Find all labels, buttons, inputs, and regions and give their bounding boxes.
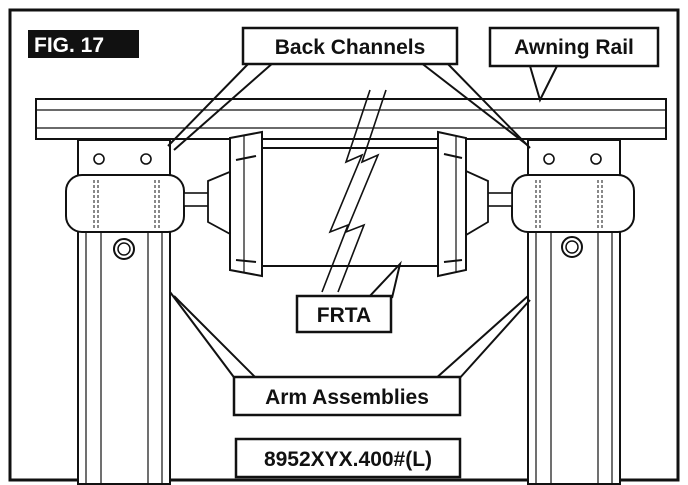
frta-callout: FRTA	[295, 260, 402, 334]
frta-label: FRTA	[317, 304, 371, 327]
awning-rail	[35, 98, 667, 140]
left-arm-bolt-inner	[117, 242, 131, 256]
fig-label-text: FIG. 17	[34, 34, 104, 57]
awning-rail-label: Awning Rail	[514, 36, 634, 59]
left-bracket-hole-2	[140, 153, 152, 165]
back-channels-label: Back Channels	[275, 36, 426, 59]
right-bracket-hole-2	[590, 153, 602, 165]
part-number-box: 8952XYX.400#(L)	[234, 437, 462, 479]
left-bracket-hole-1	[93, 153, 105, 165]
back-channels-callout: Back Channels	[167, 26, 531, 151]
frta-tube	[207, 89, 489, 293]
left-arm-assembly	[65, 139, 211, 485]
arm-assemblies-label: Arm Assemblies	[265, 386, 429, 409]
right-bracket-hole-1	[543, 153, 555, 165]
part-number-label: 8952XYX.400#(L)	[264, 448, 432, 471]
fig-label: FIG. 17	[28, 30, 139, 58]
right-arm-bolt-inner	[565, 240, 579, 254]
right-arm-assembly	[485, 139, 635, 485]
arm-assemblies-callout: Arm Assemblies	[169, 291, 531, 417]
awning-rail-callout: Awning Rail	[488, 26, 660, 103]
